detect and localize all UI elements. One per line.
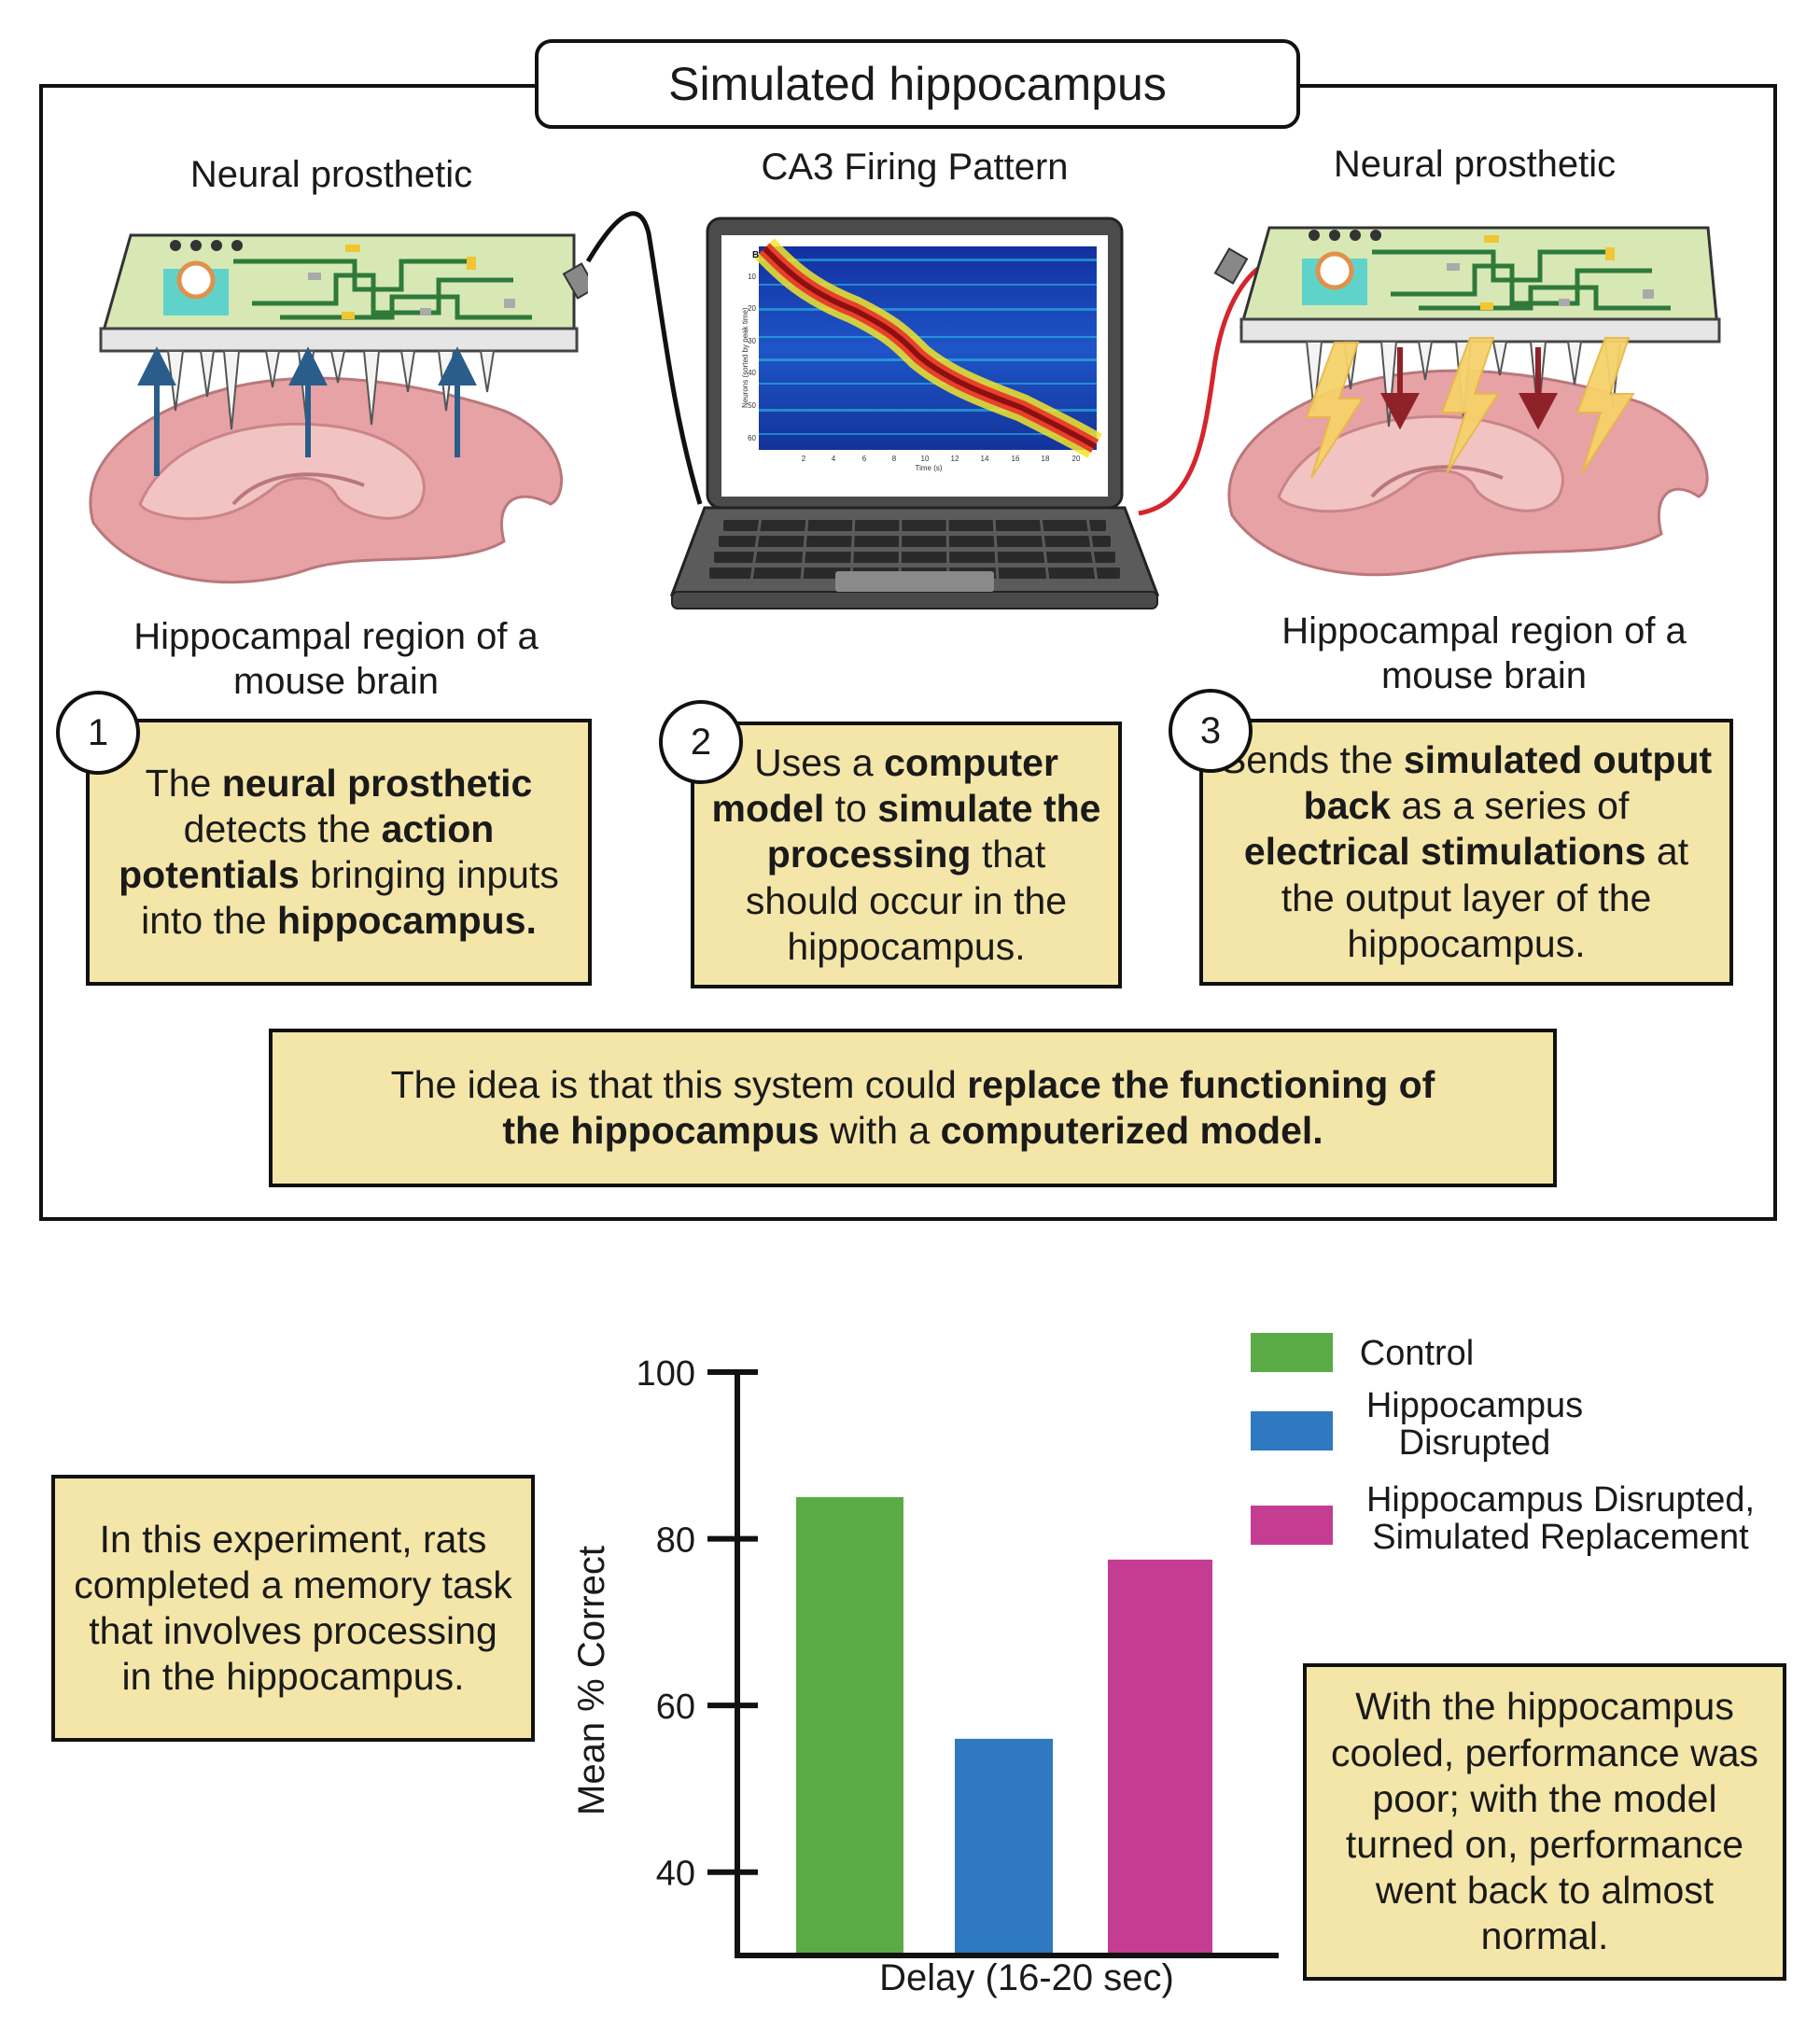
left-brain-prosthetic-illustration <box>89 233 588 584</box>
bar-3 <box>1108 1559 1212 1953</box>
bold-text-segment: simulated output back <box>1303 738 1713 828</box>
plot-ytick: 50 <box>748 401 756 410</box>
step-3-text: Sends the simulated output back as a ser… <box>1220 737 1713 967</box>
result-note-text: With the hippocampus cooled, performance… <box>1330 1685 1759 1958</box>
plot-ytick: 20 <box>748 304 756 313</box>
step-1-text: The neural prosthetic detects the action… <box>106 761 571 945</box>
diagram-title: Simulated hippocampus <box>535 39 1300 129</box>
chart-bars <box>796 1496 1212 1953</box>
plot-xtick: 14 <box>981 455 989 463</box>
summary-box: The idea is that this system could repla… <box>269 1029 1557 1187</box>
left-prosthetic-label: Neural prosthetic <box>189 154 473 195</box>
legend-label-3: Hippocampus Disrupted,Simulated Replacem… <box>1366 1480 1755 1557</box>
text-segment: at the output layer of the hippocampus. <box>1281 830 1689 965</box>
text-segment: The <box>145 761 222 805</box>
step-3-number: 3 <box>1169 689 1253 773</box>
plot-xtick: 18 <box>1042 455 1050 463</box>
text-segment: bringing inputs into the <box>141 853 559 943</box>
chart-ylabel: Mean % Correct <box>571 1546 612 1815</box>
right-prosthetic-label: Neural prosthetic <box>1333 144 1617 185</box>
text-segment: as a series of <box>1391 784 1630 828</box>
plot-xtick: 20 <box>1072 455 1081 463</box>
left-region-label: Hippocampal region of a mouse brain <box>133 616 539 702</box>
bold-text-segment: simulate the processing <box>766 787 1101 876</box>
plot-xtick: 8 <box>892 455 897 463</box>
plot-ylabel: Neurons (sorted by peak time) <box>741 307 749 408</box>
right-region-label: Hippocampal region of a mouse brain <box>1281 610 1687 696</box>
text-segment: The idea is that this system could <box>390 1062 968 1106</box>
experiment-note-text: In this experiment, rats completed a mem… <box>74 1517 512 1699</box>
laptop-illustration: B Neurons (sorted by peak time) 10 20 30… <box>669 217 1160 610</box>
plot-xtick: 2 <box>802 455 806 463</box>
center-firing-title: CA3 Firing Pattern <box>761 147 1069 188</box>
connection-cables <box>585 211 1269 516</box>
bold-text-segment: action potentials <box>119 806 495 896</box>
bar-1 <box>796 1496 903 1953</box>
chart-axes: 40 60 80 100 <box>637 1354 1279 1958</box>
result-note-box: With the hippocampus cooled, performance… <box>1303 1663 1786 1981</box>
legend-label-1: Control <box>1360 1334 1475 1373</box>
bold-text-segment: replace the functioning of the hippocamp… <box>502 1062 1435 1152</box>
experiment-note-box: In this experiment, rats completed a mem… <box>51 1475 535 1742</box>
bold-text-segment: hippocampus. <box>276 899 537 943</box>
plot-xtick: 4 <box>832 455 836 463</box>
y-tick-label: 40 <box>656 1855 695 1894</box>
text-segment: that should occur in the hippocampus. <box>745 833 1068 968</box>
plot-ytick: 30 <box>748 337 756 345</box>
y-tick-label: 80 <box>656 1521 695 1561</box>
y-tick-label: 100 <box>637 1354 695 1394</box>
legend-swatch-3 <box>1251 1506 1333 1545</box>
plot-ytick: 40 <box>748 369 756 377</box>
plot-xtick: 10 <box>921 455 930 463</box>
bold-text-segment: computerized model. <box>940 1109 1323 1152</box>
step-1-box: The neural prosthetic detects the action… <box>86 719 592 986</box>
text-segment: to <box>824 787 878 831</box>
text-segment: Uses a <box>754 741 885 785</box>
text-segment: detects the <box>183 806 382 850</box>
plot-xtick: 6 <box>862 455 867 463</box>
bold-text-segment: electrical stimulations <box>1243 830 1646 874</box>
y-tick-label: 60 <box>656 1688 695 1727</box>
summary-text: The idea is that this system could repla… <box>362 1062 1463 1154</box>
plot-xtick: 12 <box>951 455 959 463</box>
step-2-number: 2 <box>659 700 743 784</box>
right-brain-prosthetic-illustration <box>1213 226 1721 577</box>
bold-text-segment: neural prosthetic <box>221 761 533 805</box>
plot-ytick: 60 <box>748 434 756 442</box>
step-2-box: Uses a computer model to simulate the pr… <box>691 722 1122 988</box>
step-3-box: Sends the simulated output back as a ser… <box>1199 719 1733 986</box>
legend-swatch-1 <box>1251 1333 1333 1372</box>
bold-text-segment: computer model <box>711 741 1058 831</box>
step-2-text: Uses a computer model to simulate the pr… <box>711 740 1101 970</box>
legend-swatch-2 <box>1251 1411 1333 1450</box>
plot-xlabel: Time (s) <box>915 464 942 472</box>
plot-ytick: 10 <box>748 273 756 281</box>
text-segment: with a <box>819 1109 941 1152</box>
step-1-number: 1 <box>56 691 140 775</box>
plot-xtick: 16 <box>1012 455 1020 463</box>
plot-letter: B <box>752 250 759 260</box>
chart-xlabel: Delay (16-20 sec) <box>879 1957 1174 1998</box>
bar-2 <box>955 1738 1053 1953</box>
